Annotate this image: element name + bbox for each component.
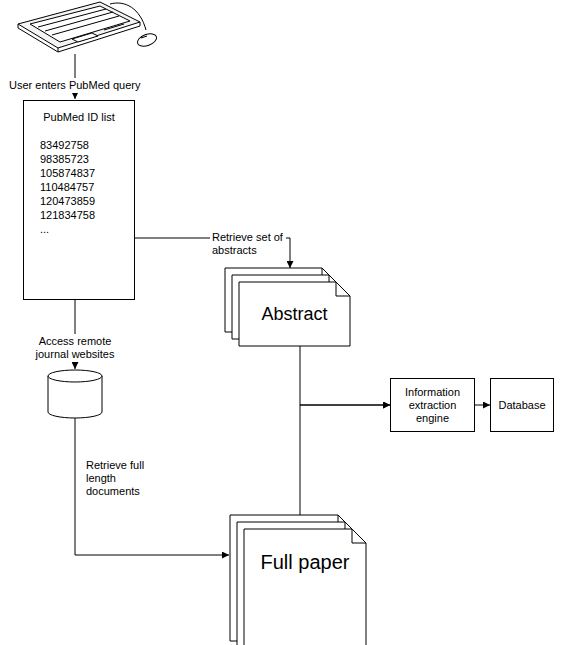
mouse-icon [110,3,158,49]
edge-label: Retrieve set of abstracts [210,230,286,258]
page-fold [352,529,366,543]
flow-arrow [300,346,390,405]
flow-arrow [475,405,490,406]
page-fold [336,282,350,296]
id-list-box: PubMed ID list 83492758 98385723 10587483… [23,100,135,300]
document-label: Abstract [261,303,327,325]
document-stack: Abstract [225,268,350,346]
box-label: Database [498,399,545,412]
step-label: Retrieve full length documents [84,458,160,499]
database-box: Database [490,378,554,432]
process-box: Information extraction engine [390,378,475,432]
page [244,529,366,645]
box-label: Information extraction engine [397,386,468,425]
database-cylinder [48,370,102,418]
step-label: Access remote journal websites [27,334,123,362]
step-label: User enters PubMed query [7,78,142,93]
box-heading: PubMed ID list [36,111,122,124]
id-list: 83492758 98385723 105874837 110484757 12… [40,138,95,236]
document-label: Full paper [261,550,350,574]
keyboard-icon [18,2,140,52]
page [239,282,350,346]
flow-arrow [300,405,390,515]
document-stack: Full paper [230,515,366,645]
retrieve-line [75,418,229,555]
page-stack [230,515,366,645]
